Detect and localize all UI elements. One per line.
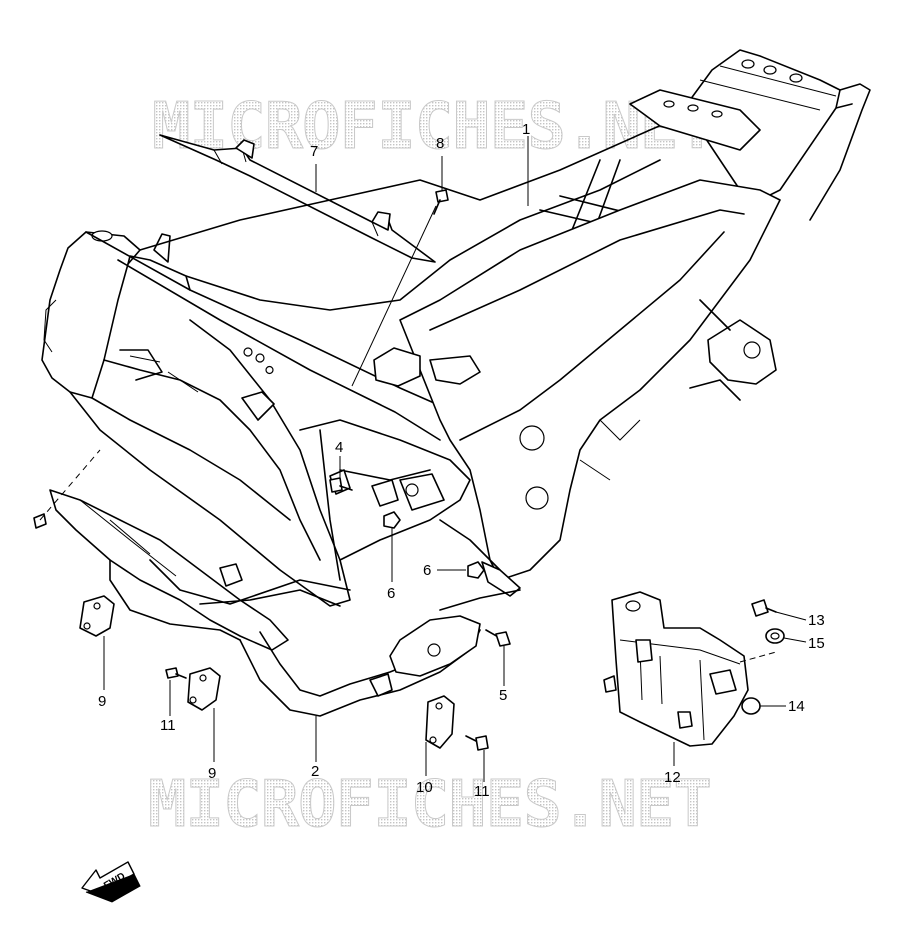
part-plate-10	[425, 695, 455, 749]
callout-12: 12	[664, 769, 681, 786]
callout-13: 13	[808, 612, 825, 629]
callout-8: 8	[436, 135, 444, 152]
part-collar-15	[765, 628, 785, 644]
part-battery-tray	[603, 591, 749, 747]
part-bolt-left	[33, 513, 47, 529]
part-bolt-11a	[165, 667, 187, 679]
part-bolt-13	[751, 599, 777, 617]
part-grommet-14	[741, 697, 761, 715]
watermark-bottom: MICROFICHES.NET	[148, 768, 711, 842]
part-bracket-strip	[159, 134, 436, 263]
callout-11a: 11	[160, 717, 176, 734]
part-nut-6a	[383, 511, 401, 529]
part-main-frame	[41, 49, 871, 607]
callout-5: 5	[499, 687, 507, 704]
callout-2: 2	[311, 763, 319, 780]
leader-lines	[39, 136, 807, 782]
callout-labels: 1 2 4 5 6 6 7 8 9 9 10 11 11 12 13 14 15	[98, 121, 825, 800]
part-bolt-4	[329, 477, 353, 493]
callout-6b: 6	[387, 585, 395, 602]
callout-10: 10	[416, 779, 433, 796]
callout-9b: 9	[208, 765, 216, 782]
part-nut-6b	[467, 561, 485, 579]
part-plate-9b	[187, 667, 221, 711]
part-bolt-8	[433, 189, 449, 215]
callout-15: 15	[808, 635, 825, 652]
callout-7: 7	[310, 143, 318, 160]
part-lower-cradle	[49, 489, 521, 717]
callout-9a: 9	[98, 693, 106, 710]
fwd-arrow-icon: FWD	[81, 861, 141, 903]
part-bolt-5	[485, 629, 511, 647]
callout-14: 14	[788, 698, 805, 715]
callout-6a: 6	[423, 562, 431, 579]
callout-1: 1	[522, 121, 530, 138]
callout-11b: 11	[474, 783, 490, 800]
callout-4: 4	[335, 439, 343, 456]
part-plate-9a	[79, 595, 115, 637]
part-bolt-11b	[465, 735, 489, 751]
